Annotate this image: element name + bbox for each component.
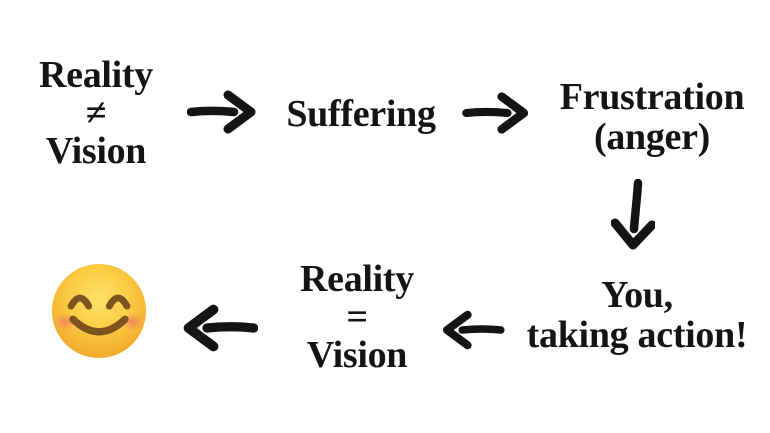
arrow-head — [611, 218, 655, 250]
emoji-face — [51, 263, 147, 359]
arrow-left-icon — [442, 310, 505, 350]
node-line: Suffering — [286, 93, 436, 135]
arrow-shaft — [187, 106, 239, 117]
node-line: Vision — [45, 130, 147, 172]
not-equal-sign: ≠ — [85, 92, 107, 134]
arrow-shaft — [462, 107, 512, 118]
node-suffering: Suffering — [286, 93, 436, 135]
arrow-head — [497, 92, 529, 134]
node-line: Reality — [39, 54, 153, 96]
smiling-face-with-smiling-eyes-emoji — [51, 263, 147, 359]
node-you-taking-action: You, taking action! — [527, 275, 748, 355]
arrow-head — [223, 90, 256, 134]
equal-sign: = — [346, 296, 368, 338]
emoji-eye-left — [67, 294, 93, 310]
arrow-left-icon — [183, 304, 258, 352]
node-line: (anger) — [593, 116, 711, 158]
arrow-shaft — [629, 179, 643, 234]
node-frustration-anger: Frustration (anger) — [560, 77, 745, 157]
node-line: taking action! — [526, 314, 748, 356]
node-reality-equals-vision: Reality = Vision — [300, 260, 414, 374]
arrow-head — [183, 304, 219, 352]
emoji-eye-right — [105, 294, 131, 310]
arrow-shaft — [458, 325, 505, 334]
node-line: You, — [601, 274, 673, 316]
arrow-head — [442, 310, 472, 350]
node-line: Reality — [300, 258, 414, 300]
arrow-down-icon — [611, 179, 655, 250]
arrow-right-icon — [462, 92, 529, 134]
emoji-mouth — [69, 315, 129, 336]
arrow-shaft — [202, 322, 258, 333]
node-reality-not-equal-vision: Reality ≠ Vision — [39, 56, 153, 170]
arrow-right-icon — [187, 90, 256, 134]
node-line: Frustration — [559, 76, 745, 118]
node-line: Vision — [306, 334, 408, 376]
